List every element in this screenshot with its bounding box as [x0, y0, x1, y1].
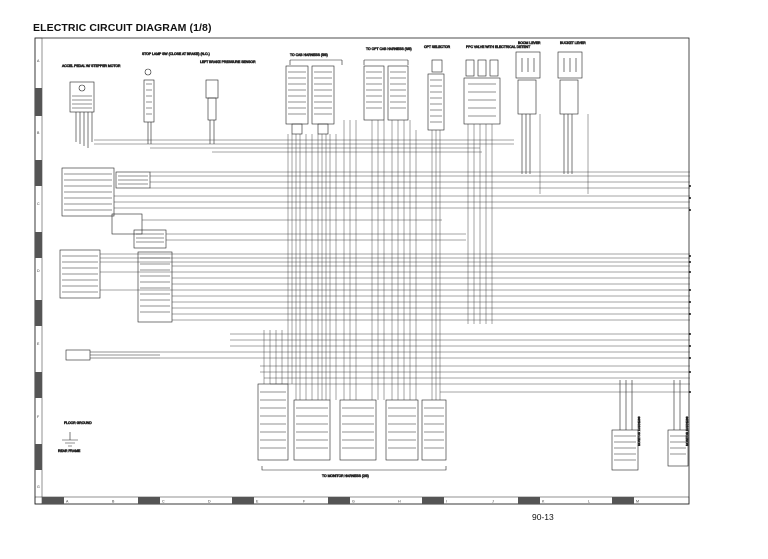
stop-lamp-switch: STOP LAMP SW (CLOSE AT BRAKE) (N.O.): [142, 52, 210, 144]
brake-pressure-sensor: LEFT BRAKE PRESSURE SENSOR: [200, 60, 256, 144]
bucket-lever: BUCKET LEVER: [557, 41, 587, 174]
row-label-e: E: [37, 342, 40, 346]
boom-lever-label: BOOM LEVER: [518, 41, 541, 45]
ppc-valve: PPC VALVE WITH ELECTRICAL DETENT: [463, 45, 530, 125]
row-label-c: C: [37, 202, 40, 206]
opt-cab-harness-label: TO OPT CAB HARNESS (6/8): [366, 47, 412, 51]
monitor-right-label: MONITOR HARNESS: [637, 417, 641, 446]
left-relay-block-2: [111, 213, 167, 249]
brake-sensor-label: LEFT BRAKE PRESSURE SENSOR: [200, 60, 256, 64]
cab-harness-connectors: TO CAB HARNESS (5/8): [285, 53, 343, 135]
col-label-b: B: [112, 500, 115, 504]
opt-cab-harness-connectors: TO OPT CAB HARNESS (6/8): [363, 47, 412, 121]
page-title: ELECTRIC CIRCUIT DIAGRAM (1/8): [33, 22, 212, 34]
rear-frame-label: REAR FRAME: [58, 449, 81, 453]
ppc-valve-label: PPC VALVE WITH ELECTRICAL DETENT: [466, 45, 530, 49]
col-label-c: C: [162, 500, 165, 504]
boom-lever: BOOM LEVER: [515, 41, 541, 174]
floor-ground: FLOOR GROUND REAR FRAME: [58, 421, 93, 454]
col-label-e: E: [256, 500, 259, 504]
wiring-horizontal: [94, 139, 690, 393]
floor-ground-label: FLOOR GROUND: [64, 421, 92, 425]
page-number: 90-13: [532, 512, 554, 522]
col-label-k: K: [542, 500, 545, 504]
column-strip-bottom: A B C D E F G H I J K L M: [34, 496, 690, 505]
col-label-j: J: [492, 500, 494, 504]
row-label-b: B: [37, 131, 40, 135]
col-label-f: F: [303, 500, 306, 504]
col-label-g: G: [352, 500, 355, 504]
opt-selector: OPT SELECTOR: [424, 45, 451, 131]
row-label-f: F: [37, 415, 40, 419]
right-monitor-connectors: MONITOR HARNESS MONITOR HARNESS: [611, 380, 689, 471]
monitor-connectors: TO MONITOR HARNESS (2/8): [257, 383, 447, 478]
monitor-harness-label: TO MONITOR HARNESS (2/8): [322, 474, 369, 478]
left-connector-e: [65, 349, 160, 361]
monitor-right-label-2: MONITOR HARNESS: [685, 417, 689, 446]
accel-pedal-label: ACCEL PEDAL W/ STEPPER MOTOR: [62, 64, 121, 68]
row-label-g: G: [37, 485, 40, 489]
left-relay-block-3: [59, 249, 173, 323]
col-label-i: I: [446, 500, 447, 504]
col-label-a: A: [66, 500, 69, 504]
row-strip-left: A B C D E F G: [34, 37, 43, 505]
right-edge-terminals: [688, 184, 692, 394]
left-relay-block-1: [61, 167, 151, 217]
bucket-lever-label: BUCKET LEVER: [560, 41, 586, 45]
cab-harness-label: TO CAB HARNESS (5/8): [290, 53, 328, 57]
col-label-h: H: [398, 500, 401, 504]
row-label-d: D: [37, 269, 40, 273]
stop-lamp-label: STOP LAMP SW (CLOSE AT BRAKE) (N.O.): [142, 52, 210, 56]
opt-selector-label: OPT SELECTOR: [424, 45, 451, 49]
row-label-a: A: [37, 59, 40, 63]
accel-pedal: ACCEL PEDAL W/ STEPPER MOTOR: [62, 64, 121, 148]
col-label-l: L: [588, 500, 590, 504]
diagram-frame: [34, 37, 690, 505]
col-label-d: D: [208, 500, 211, 504]
wiring-vertical: [263, 114, 589, 400]
col-label-m: M: [636, 500, 639, 504]
